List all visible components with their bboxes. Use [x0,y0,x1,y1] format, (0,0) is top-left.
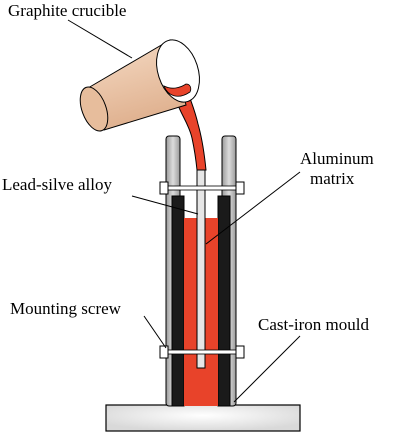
crucible-molten-lip [163,83,192,97]
leader-matrix [205,171,301,245]
mounting-screw-top [159,181,245,195]
crucible-back-end [79,86,109,132]
label-aluminum-matrix-line1: Aluminum [300,149,374,168]
mould-base-plate [105,404,301,432]
leader-alloy [131,195,199,215]
label-mounting-screw: Mounting screw [10,299,122,318]
label-lead-silver-alloy: Lead-silve alloy [2,175,112,194]
mould-left-inner-wall [171,195,185,407]
label-aluminum-matrix-line2: matrix [310,169,355,188]
label-graphite-crucible: Graphite crucible [8,1,126,20]
mounting-screw-bottom [159,345,245,359]
aluminum-matrix-rod [196,167,206,369]
leader-mould [233,335,301,403]
leader-crucible [67,19,133,59]
label-cast-iron-mould: Cast-iron mould [258,315,369,334]
graphite-crucible [79,39,200,132]
leader-screw [143,315,167,349]
